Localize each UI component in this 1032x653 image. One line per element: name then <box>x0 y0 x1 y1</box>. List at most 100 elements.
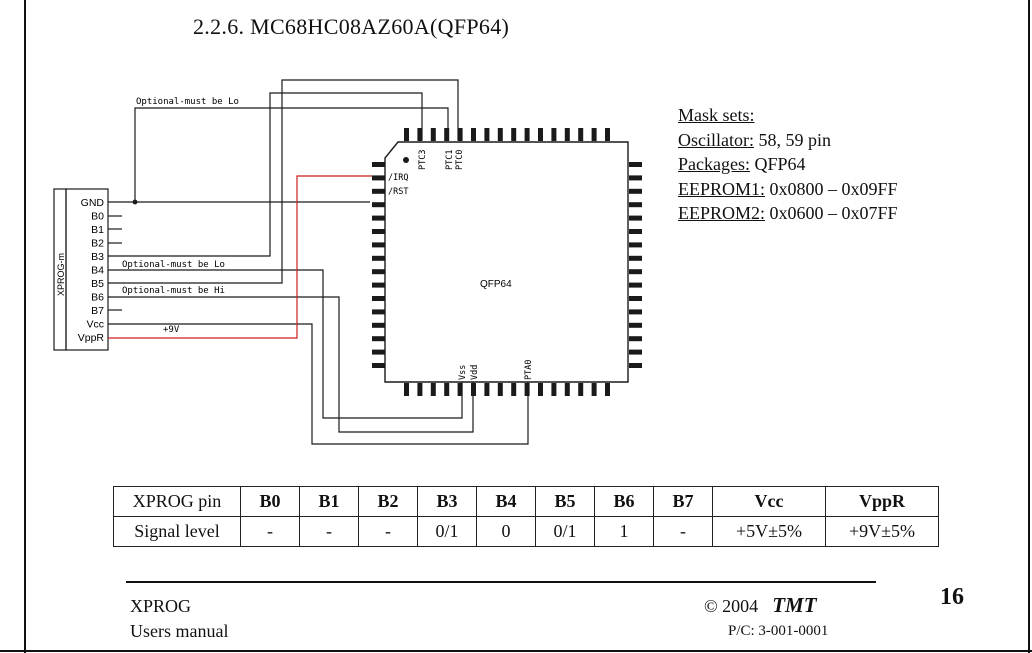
table-cell: 1 <box>594 516 654 547</box>
chip-pin-irq: /IRQ <box>388 173 408 183</box>
chip-pin <box>444 383 450 396</box>
table-row: Signal level - - - 0/1 0 0/1 1 - +5V±5% … <box>113 516 939 547</box>
table-cell: - <box>299 516 359 547</box>
wire-label-top-optional: Optional-must be Lo <box>136 97 239 107</box>
wire-label-b6-optional: Optional-must be Hi <box>122 286 225 296</box>
table-cell: - <box>358 516 418 547</box>
chip-pin <box>538 383 543 396</box>
table-cell: B2 <box>358 486 418 517</box>
footer-doc: Users manual <box>130 621 229 641</box>
section-title: 2.2.6. MC68HC08AZ60A(QFP64) <box>193 14 510 39</box>
chip-pin <box>629 282 642 288</box>
chip-pin <box>430 128 436 141</box>
chip-pin <box>372 309 385 315</box>
chip-pin <box>372 229 385 234</box>
chip-pin <box>372 363 385 368</box>
chip-pin <box>497 383 503 396</box>
wire-b4 <box>108 269 463 419</box>
brand-logo: TMT <box>772 593 817 617</box>
chip-pin <box>538 128 543 141</box>
eeprom2-label: EEPROM2: <box>678 203 766 223</box>
connector-label: XPROG-m <box>56 253 66 296</box>
chip-pin-pta0: PTA0 <box>524 360 534 380</box>
chip-pin <box>564 128 570 141</box>
connector-pin-label: B7 <box>91 305 104 317</box>
chip-pin <box>564 383 570 396</box>
chip-pin <box>591 128 597 141</box>
oscillator-row: Oscillator: 58, 59 pin <box>678 128 898 153</box>
footer-rule <box>126 581 876 583</box>
connector-pin-label: B5 <box>91 278 104 290</box>
pin1-marker <box>403 157 409 163</box>
chip-pin <box>484 128 490 141</box>
chip-package-label: QFP64 <box>480 279 512 290</box>
signal-level-table: XPROG pin B0 B1 B2 B3 B4 B5 B6 B7 Vcc Vp… <box>113 486 939 547</box>
footer-part-code: P/C: 3-001-0001 <box>728 623 829 639</box>
chip-pin <box>372 242 385 248</box>
wire-gnd-optional <box>134 107 449 202</box>
eeprom1-value: 0x0800 – 0x09FF <box>769 178 898 199</box>
chip-pin <box>471 383 476 396</box>
connector-pin-label: Vcc <box>86 319 104 331</box>
chip-pin-vss: Vss <box>458 365 468 380</box>
chip-pin <box>511 128 517 141</box>
chip-pin <box>629 255 642 261</box>
chip-pin <box>629 162 642 167</box>
table-cell: B3 <box>417 486 477 517</box>
chip-pin <box>372 188 385 194</box>
chip-pin <box>605 128 610 141</box>
pin-stubs <box>108 215 122 311</box>
wire-vppr-irq <box>108 175 372 339</box>
chip-pin <box>511 383 517 396</box>
table-cell: 0/1 <box>417 516 477 547</box>
chip-pin <box>457 128 463 141</box>
chip-pin <box>629 336 642 342</box>
oscillator-label: Oscillator: <box>678 129 754 150</box>
mask-sets-row: Mask sets: <box>678 103 898 128</box>
connector-pin-label: B2 <box>91 238 104 250</box>
table-cell: B5 <box>535 486 595 517</box>
connector-pin-label: B4 <box>91 265 104 277</box>
eeprom1-row: EEPROM1: 0x0800 – 0x09FF <box>678 177 898 202</box>
connector-pin-label: B3 <box>91 251 104 263</box>
chip-pin <box>372 175 385 181</box>
chip-pin <box>372 336 385 342</box>
table-cell: Vcc <box>712 486 826 517</box>
page-border-right <box>1028 0 1030 653</box>
table-cell: 0 <box>476 516 536 547</box>
wire-b5 <box>108 79 459 284</box>
wire-b3 <box>108 92 423 257</box>
chip-pin <box>417 383 423 396</box>
chip-pin <box>484 383 490 396</box>
chip-pin-ptc3: PTC3 <box>418 150 428 170</box>
table-cell: B7 <box>653 486 713 517</box>
chip-pin <box>629 269 642 275</box>
chip-pin <box>629 242 642 248</box>
chip-pin <box>372 215 385 221</box>
footer-product: XPROG <box>130 596 192 616</box>
chip-pin <box>417 128 423 141</box>
chip-pin <box>457 383 463 396</box>
table-cell: 0/1 <box>535 516 595 547</box>
chip-pin <box>471 128 476 141</box>
chip-pin <box>372 296 385 301</box>
table-cell: Signal level <box>113 516 241 547</box>
chip-pin <box>524 128 530 141</box>
connector-pin-label: B6 <box>91 292 104 304</box>
chip-pin-vdd: Vdd <box>470 365 480 380</box>
eeprom1-label: EEPROM1: <box>678 178 766 199</box>
chip-pin-ptc0: PTC0 <box>455 150 465 170</box>
table-cell: +5V±5% <box>712 516 826 547</box>
chip-pin <box>372 349 385 355</box>
chip-pin <box>372 162 385 167</box>
footer-left: XPROG Users manual <box>130 594 228 644</box>
chip-pin <box>629 202 642 208</box>
chip-pin <box>578 128 584 141</box>
chip-pin-rst: /RST <box>388 187 408 197</box>
chip-pin <box>551 383 557 396</box>
chip-pin <box>551 128 557 141</box>
chip-pin <box>629 175 642 181</box>
eeprom2-row: EEPROM2: 0x0600 – 0x07FF <box>678 201 898 226</box>
chip-pin <box>524 383 530 396</box>
